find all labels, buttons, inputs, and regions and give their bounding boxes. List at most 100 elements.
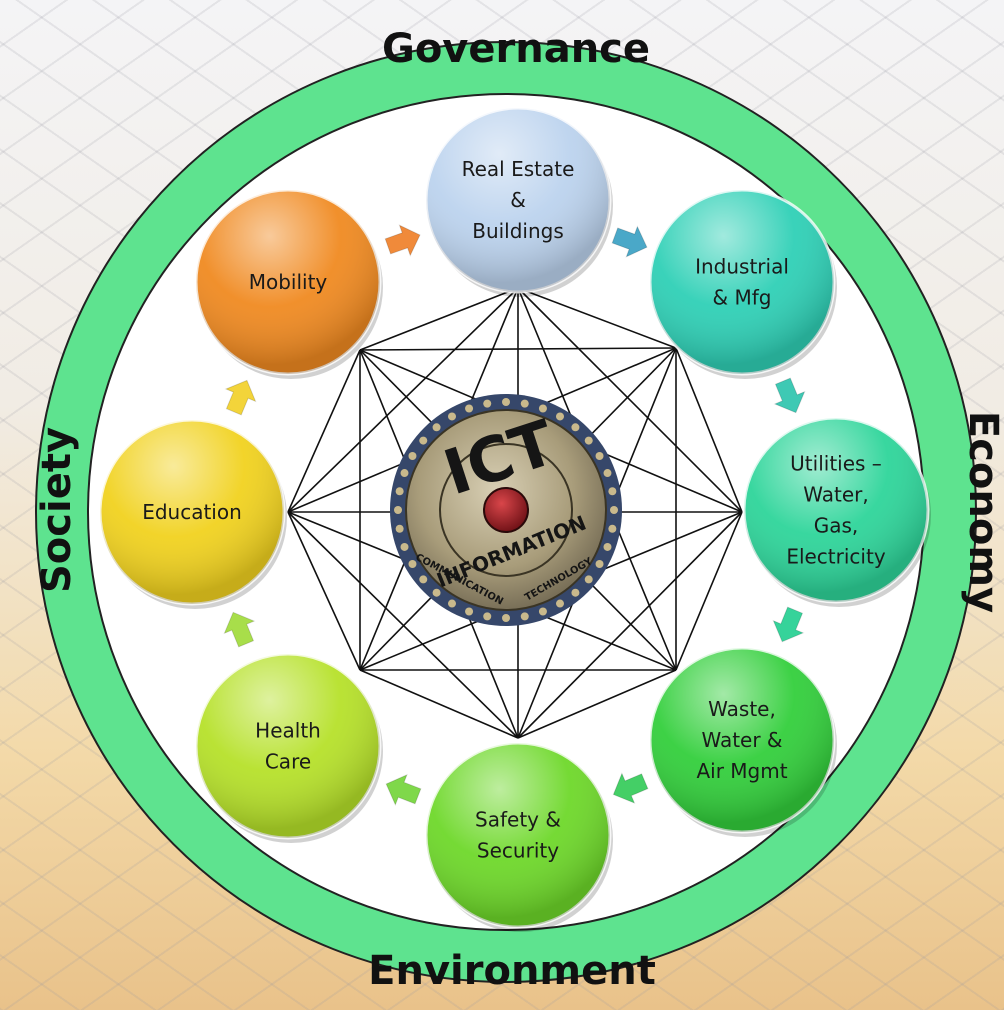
node-shine (100, 420, 284, 604)
flow-arrow (384, 224, 421, 257)
emblem-bead (483, 399, 492, 408)
sector-node: Mobility (194, 188, 383, 379)
emblem-bead (608, 487, 617, 496)
flow-arrow (224, 379, 257, 416)
sector-node: Safety & Security (424, 741, 613, 932)
emblem-bead (448, 599, 456, 608)
emblem-bead (483, 612, 492, 621)
emblem-bead (571, 423, 580, 432)
emblem-bead (520, 399, 529, 408)
emblem-bead (571, 588, 580, 597)
mesh-line (359, 347, 677, 351)
emblem-bead (465, 404, 474, 413)
node-label-line: Real Estate (462, 157, 575, 181)
sector-node: Real Estate & Buildings (424, 106, 613, 297)
node-label-line: Buildings (472, 219, 564, 243)
node-shine (650, 648, 834, 832)
ring-label-economy: Economy (960, 411, 1004, 613)
node-label-line: Health (255, 719, 321, 743)
emblem-bead (595, 560, 604, 568)
emblem-bead (556, 412, 564, 421)
emblem-bead (584, 575, 593, 584)
mesh-line (517, 287, 743, 513)
node-label-line: Industrial (695, 255, 789, 279)
node-label-line: & (510, 188, 526, 212)
node-label-line: & Mfg (713, 286, 772, 310)
flow-arrow (223, 611, 256, 648)
emblem-bead (408, 560, 417, 568)
ring-label-environment: Environment (368, 948, 656, 994)
emblem-bead (448, 412, 456, 421)
sector-node: Utilities – Water, Gas, Electricity (742, 416, 931, 607)
node-label-line: Care (265, 750, 311, 774)
flow-arrow (385, 773, 422, 807)
emblem-bead (538, 404, 547, 413)
emblem-bead-ring (394, 398, 618, 622)
node-shine (426, 743, 610, 927)
node-label-line: Electricity (786, 545, 886, 569)
mesh-line (287, 511, 361, 671)
flow-arrow (773, 377, 806, 414)
node-shine (650, 190, 834, 374)
emblem-bead (408, 452, 417, 460)
node-shine (426, 108, 610, 292)
node-label-line: Education (142, 500, 242, 524)
emblem-bead (432, 423, 441, 432)
flow-arrow (611, 225, 648, 258)
emblem-bead (595, 452, 604, 460)
mesh-line (675, 511, 743, 671)
node-shine (196, 190, 380, 374)
emblem-bead (603, 469, 612, 478)
flow-arrows (223, 224, 806, 807)
emblem-bead (584, 436, 593, 445)
sector-node: Education (98, 418, 287, 609)
emblem-bead (538, 607, 547, 616)
mesh-line (287, 511, 519, 739)
emblem-bead (610, 506, 618, 514)
emblem-bead (395, 487, 404, 496)
mesh-line (287, 287, 519, 513)
emblem-bead (395, 524, 404, 533)
mesh-line (517, 287, 677, 349)
emblem-bead (419, 575, 428, 584)
node-label-line: Waste, (708, 697, 776, 721)
node-label-line: Utilities – (790, 452, 882, 476)
emblem-bead (502, 398, 510, 406)
flow-arrow (612, 772, 649, 804)
mesh-line (517, 511, 743, 739)
emblem-bead (400, 542, 409, 551)
emblem-bead (419, 436, 428, 445)
emblem-bead (432, 588, 441, 597)
mesh-line (517, 669, 677, 739)
node-label-line: Safety & (475, 808, 561, 832)
node-label-line: Water & (701, 728, 782, 752)
ring-label-governance: Governance (382, 26, 650, 72)
emblem-bead (520, 612, 529, 621)
emblem-bead (556, 599, 564, 608)
node-shine (744, 418, 928, 602)
node-label-line: Air Mgmt (696, 759, 787, 783)
mesh-line (287, 349, 361, 513)
ict-emblem: ICT INFORMATION COMMUNICATION TECHNOLOGY (390, 394, 622, 626)
node-label-line: Gas, (814, 514, 859, 538)
emblem-bead (502, 614, 510, 622)
mesh-line (359, 287, 519, 351)
mesh-line (675, 347, 743, 513)
sector-node: Waste, Water & Air Mgmt (648, 646, 837, 837)
sector-node: Industrial & Mfg (648, 188, 837, 379)
emblem-bead (394, 506, 402, 514)
node-label-line: Security (477, 839, 559, 863)
mesh-line (359, 669, 519, 739)
node-label-line: Water, (803, 483, 868, 507)
flow-arrow (772, 606, 805, 643)
emblem-bead (465, 607, 474, 616)
node-shine (196, 654, 380, 838)
emblem-bead (603, 542, 612, 551)
ring-label-society: Society (34, 427, 80, 593)
emblem-bead (400, 469, 409, 478)
node-label-line: Mobility (249, 270, 328, 294)
